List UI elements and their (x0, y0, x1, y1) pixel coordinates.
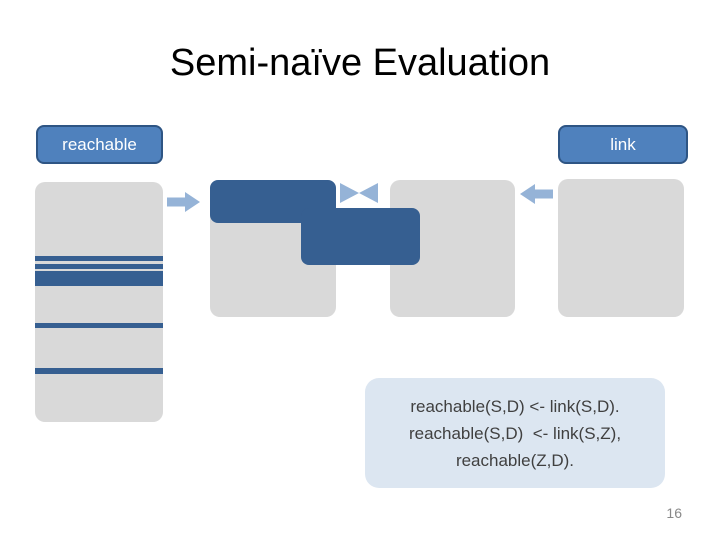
right-arrow-icon (167, 192, 200, 212)
link-table (558, 179, 684, 317)
join-bowtie-icon (340, 183, 378, 203)
reachable-label: reachable (36, 125, 163, 164)
new-tuples-highlight (301, 208, 420, 265)
link-label-text: link (610, 134, 636, 154)
link-label: link (558, 125, 688, 164)
slide-title: Semi-naïve Evaluation (169, 42, 551, 84)
delta-stripe (35, 256, 163, 261)
rule-line-1: reachable(S,D) <- link(S,D). (410, 396, 620, 416)
delta-stripe (35, 264, 163, 269)
page-number: 16 (666, 505, 682, 521)
datalog-rules-box: reachable(S,D) <- link(S,D). reachable(S… (365, 378, 665, 488)
rule-line-2: reachable(S,D) <- link(S,Z), (408, 423, 622, 443)
rule-line-3: reachable(Z,D). (455, 450, 575, 470)
left-arrow-icon (520, 184, 553, 204)
delta-stripe (35, 323, 163, 328)
reachable-label-text: reachable (62, 134, 137, 154)
delta-stripe (35, 368, 163, 374)
delta-stripe (35, 271, 163, 286)
reachable-table (35, 182, 163, 422)
